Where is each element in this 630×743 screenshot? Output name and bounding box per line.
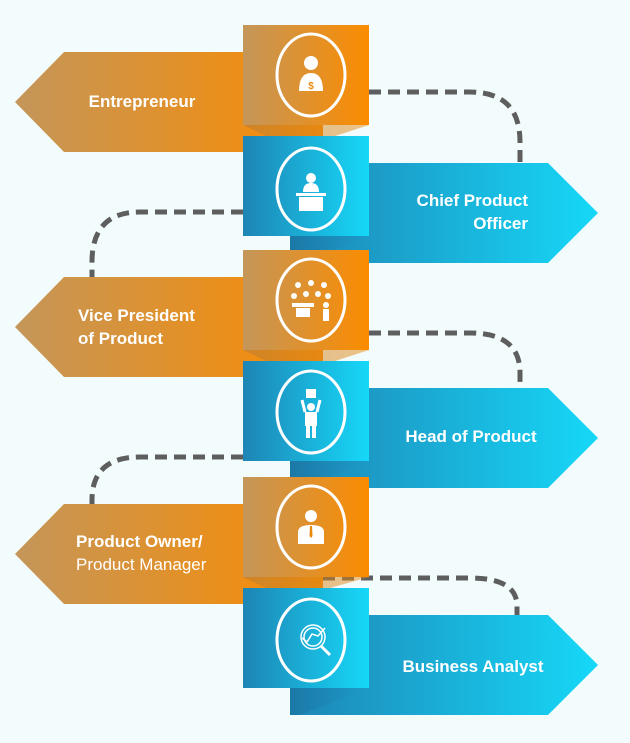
step-label: Product Owner/ [76,532,203,551]
step-label: Business Analyst [402,657,543,676]
step-label: Vice President [78,306,195,325]
step-label: Entrepreneur [89,92,196,111]
person-tie-icon [275,484,347,570]
connector-4 [89,454,243,504]
step-label: Product Manager [76,555,207,574]
step-business-analyst: Business Analyst [243,588,598,715]
step-label: Head of Product [405,427,537,446]
step-label: of Product [78,329,163,348]
connector-1 [369,89,523,163]
step-product-owner: Product Owner/ Product Manager [15,477,369,604]
speaker-podium-icon [275,146,347,232]
step-label: Officer [473,214,528,233]
businessman-dollar-icon: $ [275,32,347,118]
connector-2 [89,209,243,277]
svg-text:$: $ [308,81,314,92]
magnifier-chart-icon [275,597,347,683]
connector-3 [369,330,523,388]
step-entrepreneur: Entrepreneur $ [15,25,369,152]
step-vice-president: Vice President of Product [15,250,369,377]
person-holding-box-icon [275,369,347,455]
step-chief-product-officer: Chief Product Officer [243,136,598,263]
step-label: Chief Product [417,191,529,210]
step-head-of-product: Head of Product [243,361,598,488]
team-meeting-icon [275,257,347,343]
